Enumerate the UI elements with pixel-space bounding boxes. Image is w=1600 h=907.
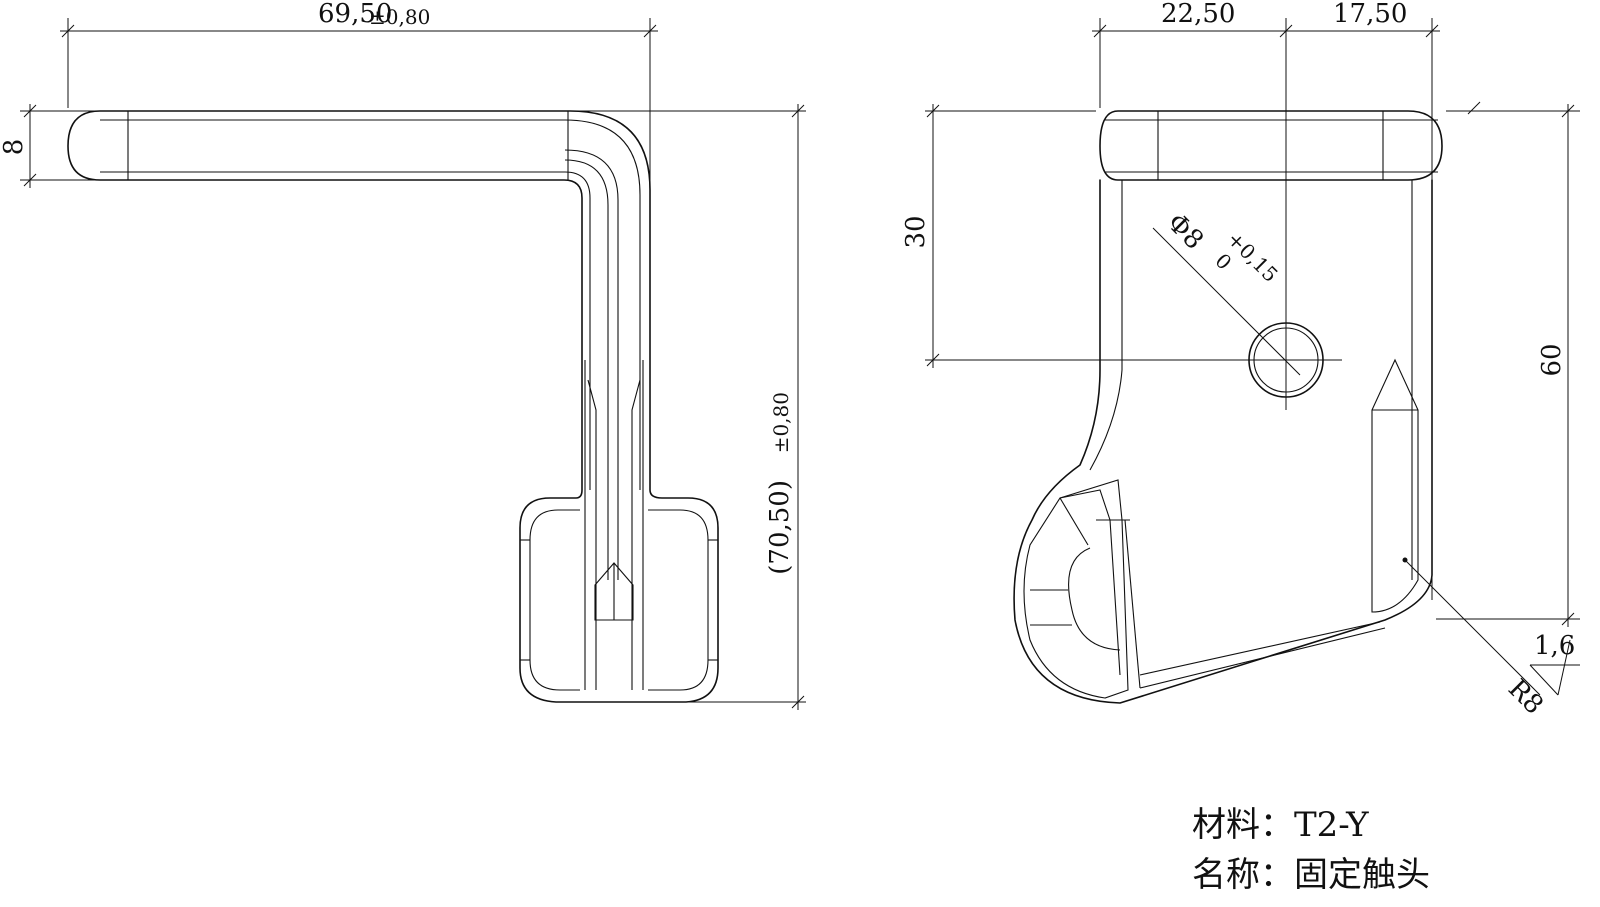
side-view-outline (67, 110, 719, 703)
dim-height-60: 60 (1537, 343, 1567, 376)
pad-inner-left (529, 509, 580, 691)
hole-leader (1152, 227, 1301, 376)
bend-inner-curve-2 (564, 171, 591, 490)
roughness-value: 1,6 (1534, 631, 1575, 661)
dim-height-front: (70,50) (765, 480, 795, 575)
dim-width-main: 69,50 (318, 0, 392, 29)
name-value: 固定触头 (1294, 855, 1430, 895)
name-row: 名称：固定触头 (1192, 850, 1430, 900)
material-label: 材料： (1192, 805, 1294, 845)
radius-leader (1404, 559, 1541, 696)
dim-height-left: 8 (0, 139, 29, 156)
front-view-body (1013, 179, 1433, 704)
bend-inner-curve (564, 119, 641, 490)
dim-hole-tol-lower: 0 (1210, 249, 1236, 275)
blade-chamfer-left (587, 379, 597, 690)
front-view-top-bar (1099, 110, 1443, 181)
blade-chamfer-right (631, 379, 641, 690)
material-value: T2-Y (1294, 805, 1369, 845)
dim-width-tol: ±0,80 (369, 5, 430, 29)
material-row: 材料：T2-Y (1192, 800, 1430, 850)
dim-width-a: 22,50 (1161, 0, 1235, 29)
title-notes: 材料：T2-Y 名称：固定触头 (1192, 800, 1430, 900)
front-blade (1371, 358, 1419, 613)
bend-center-line (564, 149, 619, 580)
dim-height-front-tol: ±0,80 (769, 392, 793, 453)
dim-width-b: 17,50 (1333, 0, 1407, 29)
name-label: 名称： (1192, 855, 1294, 895)
pad-inner-right (648, 509, 709, 691)
bend-center-line-2 (564, 159, 609, 580)
blade-tip (594, 562, 634, 621)
dim-hole-dia: Φ8 (1161, 208, 1209, 256)
dim-radius: R8 (1502, 674, 1549, 721)
dim-height-30: 30 (901, 215, 931, 248)
front-view-dimensions: 22,50 17,50 30 60 Φ8 +0,15 0 R8 1,6 (901, 0, 1580, 720)
side-view (67, 110, 719, 703)
front-view (1013, 110, 1443, 704)
roughness-symbol: 1,6 (1529, 631, 1580, 696)
contact-face (1023, 479, 1129, 699)
side-view-dimensions: 69,50 ±0,80 8 (70,50) ±0,80 (0, 0, 806, 710)
